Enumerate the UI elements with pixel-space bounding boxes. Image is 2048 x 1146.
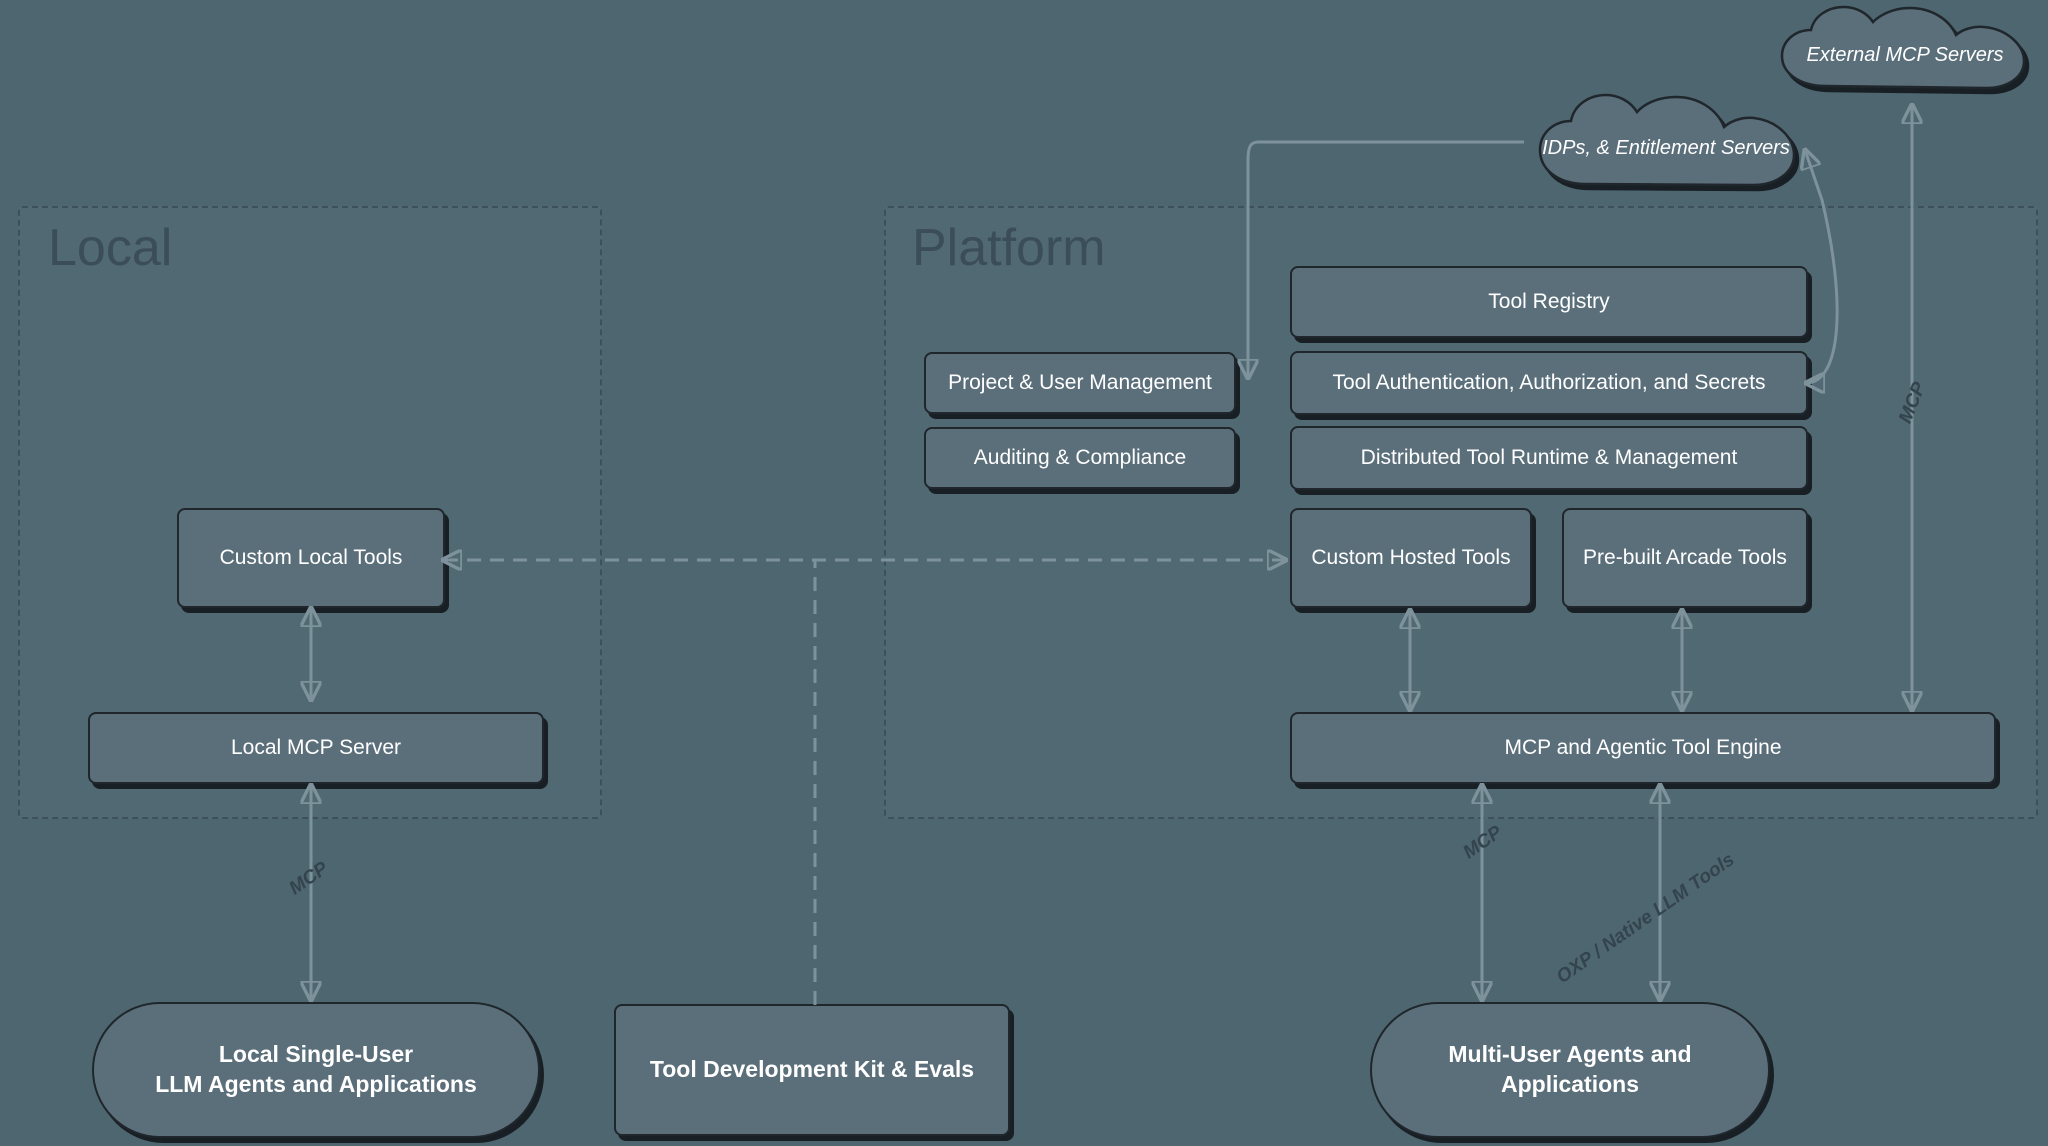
cloud-idps-entitlement-label: IDPs, & Entitlement Servers bbox=[1542, 136, 1790, 159]
node-prebuilt-arcade-tools[interactable]: Pre-built Arcade Tools bbox=[1562, 508, 1808, 608]
subgraph-platform-title: Platform bbox=[912, 219, 1106, 277]
node-multi-user-agents-line2: Applications bbox=[1500, 1071, 1639, 1097]
node-local-agents-line1: Local Single-User bbox=[218, 1041, 414, 1068]
edge-label-local-mcp: MCP bbox=[285, 857, 333, 900]
node-multi-user-agents-line1: Multi-User Agents and bbox=[1448, 1041, 1692, 1068]
node-local-agents[interactable]: Local Single-User LLM Agents and Applica… bbox=[92, 1002, 540, 1138]
node-local-agents-line2: LLM Agents and Applications bbox=[155, 1071, 477, 1097]
cloud-external-mcp-servers: External MCP Servers bbox=[1764, 4, 2046, 106]
node-custom-hosted-tools[interactable]: Custom Hosted Tools bbox=[1290, 508, 1532, 608]
edge-label-hosted-mcp: MCP bbox=[1459, 821, 1507, 864]
node-local-mcp-server[interactable]: Local MCP Server bbox=[88, 712, 544, 784]
cloud-idps-entitlement: IDPs, & Entitlement Servers bbox=[1522, 92, 1810, 204]
node-mcp-agentic-engine[interactable]: MCP and Agentic Tool Engine bbox=[1290, 712, 1996, 784]
edge-label-oxp-native: OXP / Native LLM Tools bbox=[1552, 849, 1739, 988]
node-multi-user-agents[interactable]: Multi-User Agents and Applications bbox=[1370, 1002, 1770, 1138]
node-custom-local-tools[interactable]: Custom Local Tools bbox=[177, 508, 445, 608]
subgraph-local-title: Local bbox=[48, 219, 173, 277]
node-tool-registry[interactable]: Tool Registry bbox=[1290, 266, 1808, 338]
node-auditing-compliance[interactable]: Auditing & Compliance bbox=[924, 427, 1236, 489]
node-distributed-runtime[interactable]: Distributed Tool Runtime & Management bbox=[1290, 426, 1808, 490]
node-tool-authentication[interactable]: Tool Authentication, Authorization, and … bbox=[1290, 351, 1808, 415]
cloud-external-mcp-servers-label: External MCP Servers bbox=[1806, 43, 2004, 66]
node-tool-dev-kit[interactable]: Tool Development Kit & Evals bbox=[614, 1004, 1010, 1136]
node-project-user-mgmt[interactable]: Project & User Management bbox=[924, 352, 1236, 414]
